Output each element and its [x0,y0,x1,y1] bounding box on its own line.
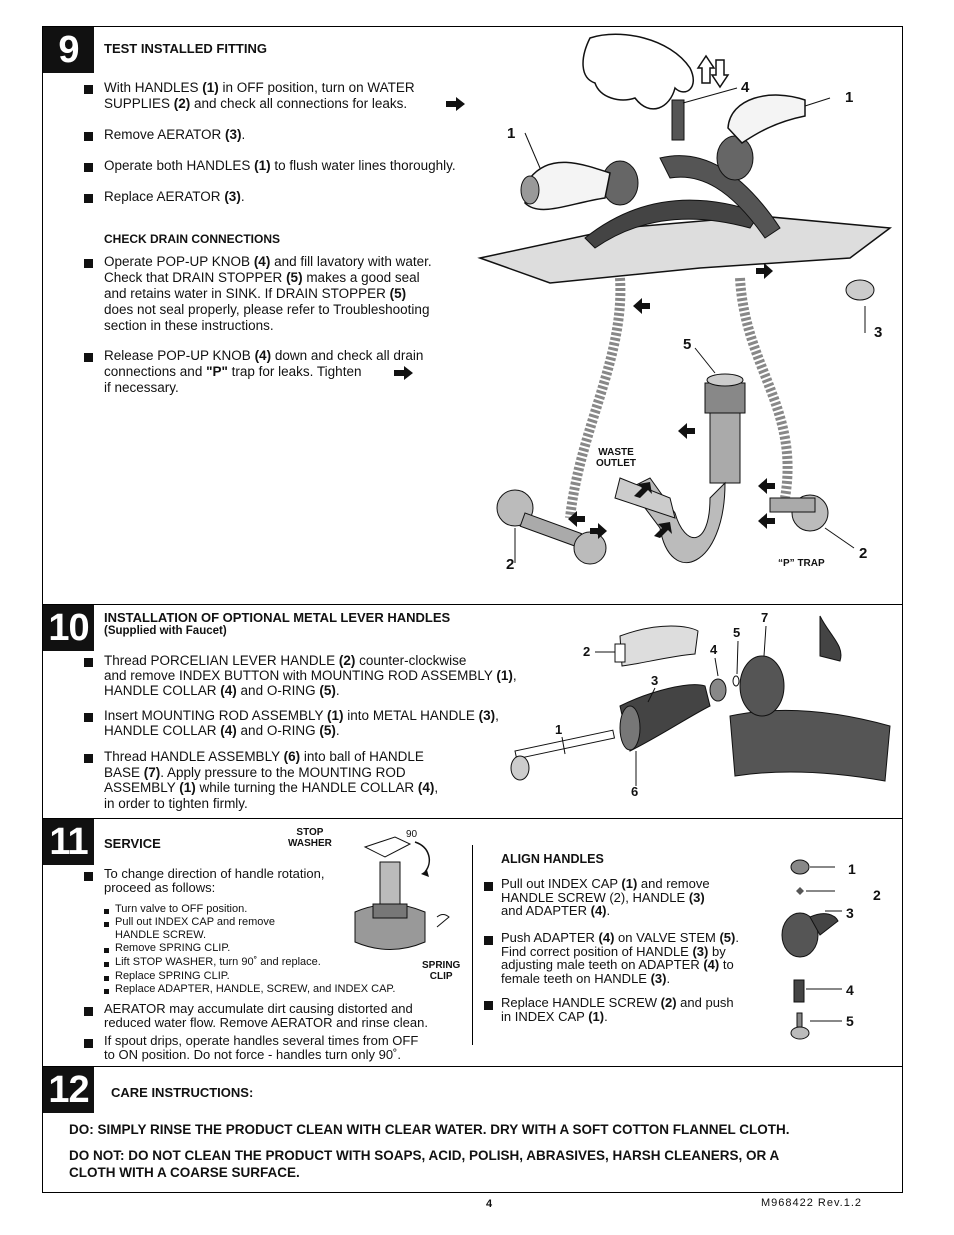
bullet [84,132,93,141]
step-11-number: 11 [43,819,94,865]
bullet [84,353,93,362]
drip-note: If spout drips, operate handles several … [104,1033,419,1062]
label-2-right: 2 [859,545,868,562]
label-5: 5 [733,625,741,640]
step-9-number: 9 [43,27,94,73]
bullet [84,872,93,881]
align-label-5: 5 [846,1013,854,1029]
label-1: 1 [555,722,563,737]
bullet [484,882,493,891]
sub-bullet [104,922,109,927]
sub-bullet [104,989,109,994]
page-frame [42,26,903,1193]
arrow-right-icon [394,366,413,380]
sub-bullet [104,962,109,967]
ninety-degree-label: 90 [406,829,418,840]
step-11-title: SERVICE [104,836,161,851]
sub-step-3: Remove SPRING CLIP. [115,942,231,954]
bullet [84,259,93,268]
sub-step-4: Lift STOP WASHER, turn 90˚ and replace. [115,956,321,968]
valve-stem-illustration [354,836,450,950]
align-label-2: 2 [873,887,881,903]
divider-10-11 [42,818,903,819]
label-7: 7 [761,610,769,625]
label-1-right: 1 [845,89,854,106]
p-trap-label: “P” TRAP [778,558,825,569]
bullet [84,163,93,172]
step-9-bullet-3: Operate both HANDLES (1) to flush water … [104,158,456,173]
sub-bullet [104,976,109,981]
label-3: 3 [651,673,659,688]
handle-parts-illustration [781,859,842,1040]
sub-step-2b: HANDLE SCREW. [115,929,207,941]
step-9-bullet-4: Replace AERATOR (3). [104,189,245,204]
care-dont: DO NOT: DO NOT CLEAN THE PRODUCT WITH SO… [69,1148,780,1180]
step-9-bullet-2: Remove AERATOR (3). [104,127,246,142]
step-10-bullet-2: Insert MOUNTING ROD ASSEMBLY (1) into ME… [104,708,499,738]
label-4: 4 [741,79,750,96]
aerator-note: AERATOR may accumulate dirt causing dist… [104,1001,428,1030]
label-6: 6 [631,784,639,799]
align-bullet-1: Pull out INDEX CAP (1) and remove HANDLE… [501,876,710,918]
align-bullet-3: Replace HANDLE SCREW (2) and push in IND… [501,995,734,1024]
align-label-4: 4 [846,982,854,998]
page-number: 4 [486,1198,493,1210]
faucet-install-illustration [477,33,893,565]
care-title: CARE INSTRUCTIONS: [111,1085,254,1100]
lever-handle-illustration [510,615,891,786]
step-9-bullet-1: With HANDLES (1) in OFF position, turn o… [104,80,415,111]
label-2-left: 2 [506,556,515,573]
label-3: 3 [874,324,883,341]
column-divider [472,845,473,1045]
divider-11-12 [42,1066,903,1067]
align-label-1: 1 [848,861,856,877]
align-bullet-2: Push ADAPTER (4) on VALVE STEM (5). Find… [501,930,739,986]
align-handles-title: ALIGN HANDLES [501,852,604,866]
step-12-number: 12 [43,1067,94,1113]
bullet [84,713,93,722]
bullet [84,85,93,94]
arrow-right-icon [446,97,465,111]
sub-bullet [104,948,109,953]
bullet [84,754,93,763]
step-10-bullet-3: Thread HANDLE ASSEMBLY (6) into ball of … [104,749,439,811]
step-10-number: 10 [43,605,94,651]
drain-bullet-1: Operate POP-UP KNOB (4) and fill lavator… [104,254,432,333]
step-10-title: INSTALLATION OF OPTIONAL METAL LEVER HAN… [104,610,451,625]
bullet [484,1001,493,1010]
label-5: 5 [683,336,692,353]
bullet [84,194,93,203]
sub-step-2: Pull out INDEX CAP and remove [115,916,275,928]
label-1-left: 1 [507,125,516,142]
service-intro: To change direction of handle rotation,p… [104,866,325,895]
document-number: M968422 Rev.1.2 [761,1197,863,1209]
drain-title: CHECK DRAIN CONNECTIONS [104,232,281,246]
bullet [84,658,93,667]
divider-9-10 [42,604,903,605]
bullet [484,936,493,945]
care-do: DO: SIMPLY RINSE THE PRODUCT CLEAN WITH … [69,1122,790,1137]
sub-step-6: Replace ADAPTER, HANDLE, SCREW, and INDE… [115,983,396,995]
label-4: 4 [710,642,718,657]
align-label-3: 3 [846,905,854,921]
step-10-subtitle: (Supplied with Faucet) [104,625,227,637]
bullet [84,1039,93,1048]
drain-bullet-2: Release POP-UP KNOB (4) down and check a… [104,348,424,395]
bullet [84,1007,93,1016]
sub-step-1: Turn valve to OFF position. [115,903,248,915]
step-9-title: TEST INSTALLED FITTING [104,41,267,56]
label-2: 2 [583,644,591,659]
sub-bullet [104,909,109,914]
sub-step-5: Replace SPRING CLIP. [115,970,230,982]
step-10-bullet-1: Thread PORCELIAN LEVER HANDLE (2) counte… [104,653,517,698]
